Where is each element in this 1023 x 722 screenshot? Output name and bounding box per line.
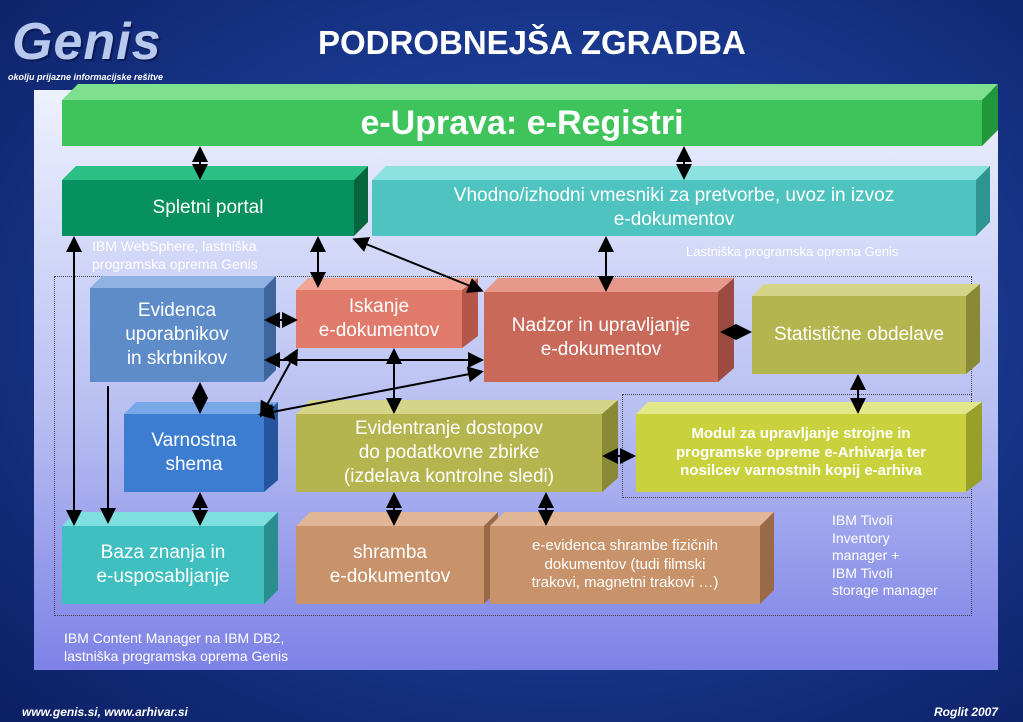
e-evidenca-side [760, 512, 774, 604]
footer-links: www.genis.si, www.arhivar.si [22, 705, 188, 719]
evidenca-top [90, 276, 276, 288]
statisticne-label: Statistične obdelave [773, 324, 945, 346]
note-content-line-2: lastniška programska oprema Genis [64, 647, 289, 664]
shramba-line-1: shramba [353, 542, 427, 564]
evidenca-line-3: in skrbnikov [126, 347, 228, 369]
modul-top [636, 402, 982, 414]
note-content-line-1: IBM Content Manager na IBM DB2, [64, 630, 285, 646]
iskanje-side [462, 278, 478, 348]
logo-text: Genis [12, 13, 162, 71]
nadzor-line-1: Nadzor in upravljanje [511, 315, 691, 336]
top-bar-e-registri: e-Uprava: e-Registri [62, 100, 982, 146]
evidentiranje-line-2: do podatkovne zbirke [358, 442, 540, 464]
top-bar-label: e-Uprava: e-Registri [360, 103, 684, 142]
shramba-line-2: e-dokumentov [329, 566, 451, 587]
logo-tagline: okolju prijazne informacijske rešitve [8, 72, 164, 82]
spletni-portal-top [62, 166, 368, 180]
vhodno-top [372, 166, 990, 180]
vhodno-line-1: Vhodno/izhodni vmesniki za pretvorbe, uv… [453, 185, 895, 207]
modul-line-3: nosilcev varnostnih kopij e-arhiva [680, 462, 922, 480]
box-spletni-portal: Spletni portal [62, 180, 354, 236]
iskanje-line-1: Iskanje [348, 296, 410, 318]
nadzor-side [718, 278, 734, 382]
vhodno-side [976, 166, 990, 236]
box-varnostna-shema: Varnostna shema [124, 414, 264, 492]
e-evidenca-top [490, 512, 774, 526]
e-evidenca-line-3: trakovi, magnetni trakovi …) [531, 574, 719, 592]
note-tivoli-line-1: IBM Tivoli [832, 512, 893, 528]
note-websphere: IBM WebSphere, lastniška programska opre… [92, 238, 258, 273]
evidentiranje-line-3: (izdelava kontrolne sledi) [343, 465, 555, 487]
box-modul: Modul za upravljanje strojne in programs… [636, 414, 966, 492]
footer-credit: Roglit 2007 [934, 705, 999, 719]
varnostna-line-2: shema [165, 454, 223, 475]
note-lastniska: Lastniška programska oprema Genis [686, 244, 899, 259]
nadzor-top [484, 278, 734, 292]
note-websphere-line-2: programska oprema Genis [92, 255, 258, 272]
baza-top [62, 512, 278, 526]
statisticne-top [752, 284, 980, 296]
top-bar-top [62, 84, 998, 100]
box-shramba: shramba e-dokumentov [296, 526, 484, 604]
modul-side [966, 402, 982, 492]
note-tivoli-line-3: manager + [832, 547, 900, 563]
evidentiranje-side [602, 400, 618, 492]
note-websphere-line-1: IBM WebSphere, lastniška [92, 238, 257, 254]
baza-side [264, 512, 278, 604]
statisticne-side [966, 284, 980, 374]
modul-line-2: programske opreme e-Arhivarja ter [675, 443, 927, 461]
page-title: PODROBNEJŠA ZGRADBA [318, 24, 746, 61]
varnostna-top [124, 402, 278, 414]
evidentiranje-top [296, 400, 618, 414]
box-baza-znanja: Baza znanja in e-usposabljanje [62, 526, 264, 604]
evidenca-line-2: uporabnikov [125, 324, 229, 346]
evidentiranje-line-1: Evidentranje dostopov [354, 418, 543, 440]
varnostna-line-1: Varnostna [151, 430, 237, 452]
iskanje-top [296, 278, 478, 290]
box-vhodno-izhodni: Vhodno/izhodni vmesniki za pretvorbe, uv… [372, 180, 976, 236]
e-evidenca-line-1: e-evidenca shrambe fizičnih [532, 536, 718, 554]
note-tivoli-line-5: storage manager [832, 582, 938, 598]
vhodno-line-2: e-dokumentov [613, 209, 735, 230]
iskanje-line-2: e-dokumentov [318, 320, 440, 341]
box-iskanje: Iskanje e-dokumentov [296, 290, 462, 348]
box-evidentiranje: Evidentranje dostopov do podatkovne zbir… [296, 414, 602, 492]
baza-line-2: e-usposabljanje [96, 566, 230, 587]
box-evidenca-uporabnikov: Evidenca uporabnikov in skrbnikov [90, 288, 264, 382]
spletni-portal-label: Spletni portal [152, 197, 264, 219]
spletni-portal-side [354, 166, 368, 236]
note-tivoli-line-2: Inventory [832, 529, 890, 546]
baza-line-1: Baza znanja in [100, 542, 226, 564]
box-statisticne: Statistične obdelave [752, 296, 966, 374]
e-evidenca-line-2: dokumentov (tudi filmski [544, 555, 706, 573]
varnostna-side [264, 402, 278, 492]
note-content-manager: IBM Content Manager na IBM DB2, lastnišk… [64, 630, 288, 665]
note-tivoli-line-4: IBM Tivoli [832, 564, 893, 581]
box-e-evidenca: e-evidenca shrambe fizičnih dokumentov (… [490, 526, 760, 604]
box-nadzor: Nadzor in upravljanje e-dokumentov [484, 292, 718, 382]
modul-line-1: Modul za upravljanje strojne in [691, 424, 911, 442]
evidenca-side [264, 276, 276, 382]
note-tivoli: IBM Tivoli Inventory manager + IBM Tivol… [832, 512, 938, 600]
top-bar-side [982, 84, 998, 146]
nadzor-line-2: e-dokumentov [540, 338, 662, 360]
shramba-top [296, 512, 498, 526]
evidenca-line-1: Evidenca [137, 300, 217, 322]
